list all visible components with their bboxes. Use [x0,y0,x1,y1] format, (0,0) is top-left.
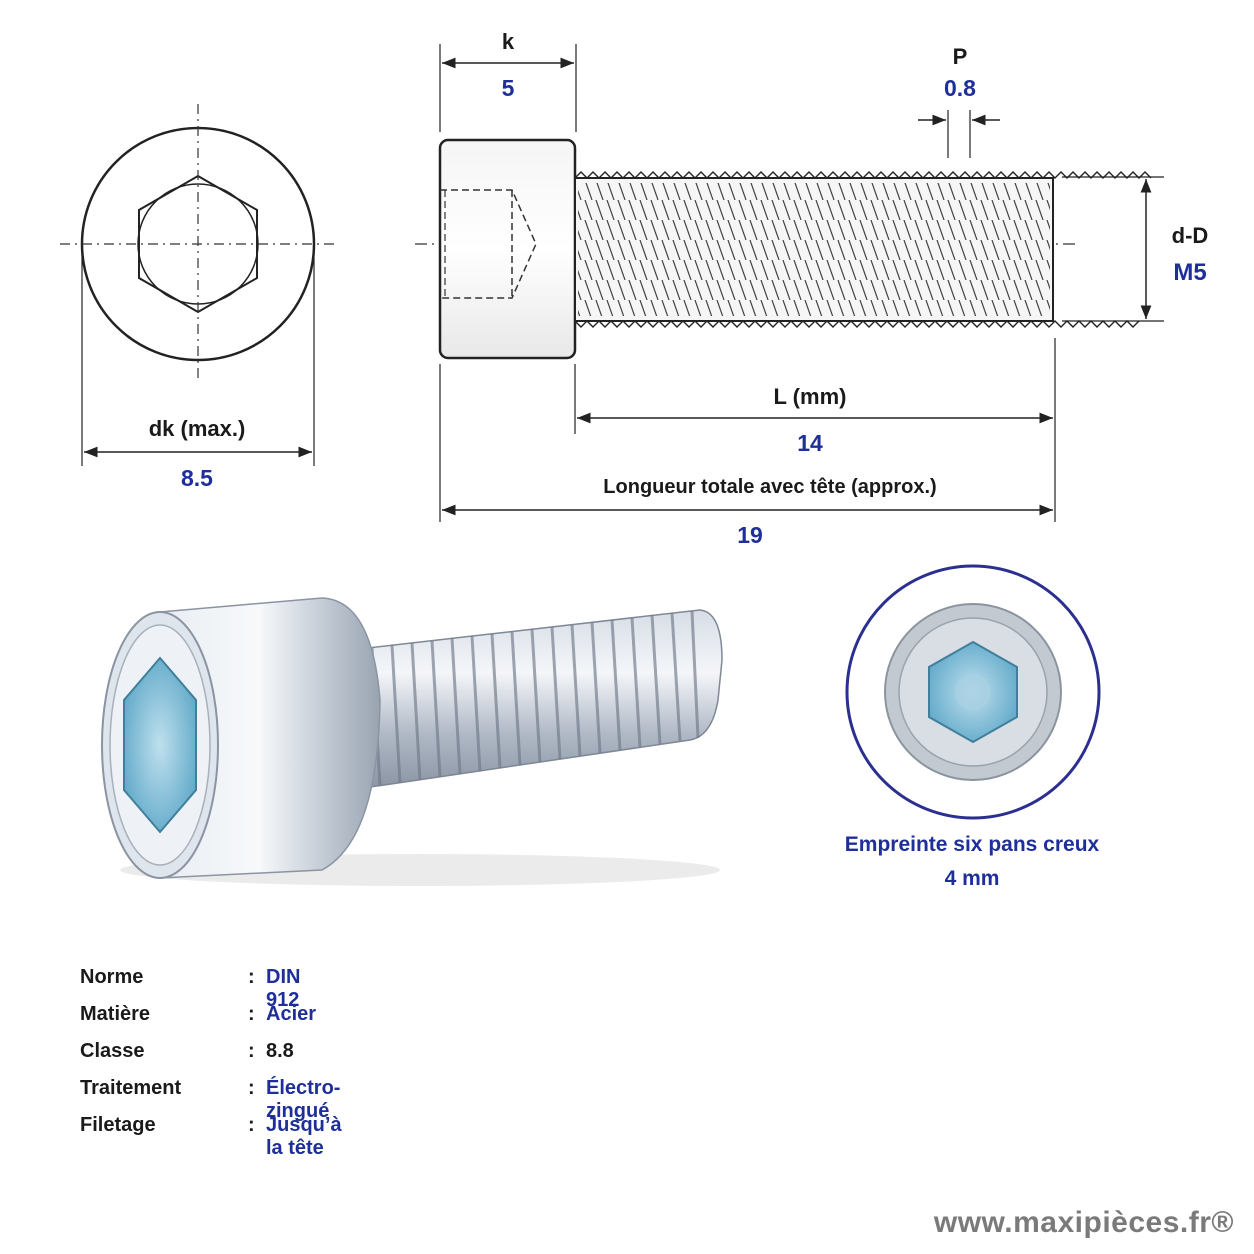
spec-separator: : [248,1003,255,1025]
spec-key: Classe [80,1040,145,1062]
dk-label: dk (max.) [149,416,246,441]
spec-value: Jusqu’à la tête [266,1114,342,1159]
hex-socket-label: Empreinte six pans creux [845,833,1100,856]
brand-watermark: www.maxipièces.fr® [933,1206,1234,1239]
spec-separator: : [248,1040,255,1062]
length-label: L (mm) [774,384,847,409]
total-length-label: Longueur totale avec tête (approx.) [603,476,936,498]
spec-value: 8.8 [266,1040,294,1062]
spec-separator: : [248,966,255,988]
hex-socket-value: 4 mm [945,867,1000,890]
diameter-value: M5 [1173,259,1206,286]
bolt-side-view [415,44,1164,522]
spec-value: DIN 912 [266,966,301,1011]
spec-key: Filetage [80,1114,156,1136]
pitch-label: P [953,44,968,69]
k-value: 5 [502,75,515,101]
spec-key: Matière [80,1003,151,1025]
k-label: k [502,29,515,54]
dk-value: 8.5 [181,465,213,491]
diameter-label: d-D [1172,223,1209,248]
hex-socket-detail [845,564,1101,820]
spec-value: Électro-zingué [266,1077,341,1122]
total-length-value: 19 [737,522,763,548]
spec-value: Acier [266,1003,317,1025]
pitch-value: 0.8 [944,75,976,101]
spec-key: Norme [80,966,144,988]
spec-separator: : [248,1077,255,1099]
length-value: 14 [797,430,823,456]
bolt-photo [101,597,723,886]
spec-separator: : [248,1114,255,1136]
spec-key: Traitement [80,1077,182,1099]
head-front-view [60,104,336,466]
